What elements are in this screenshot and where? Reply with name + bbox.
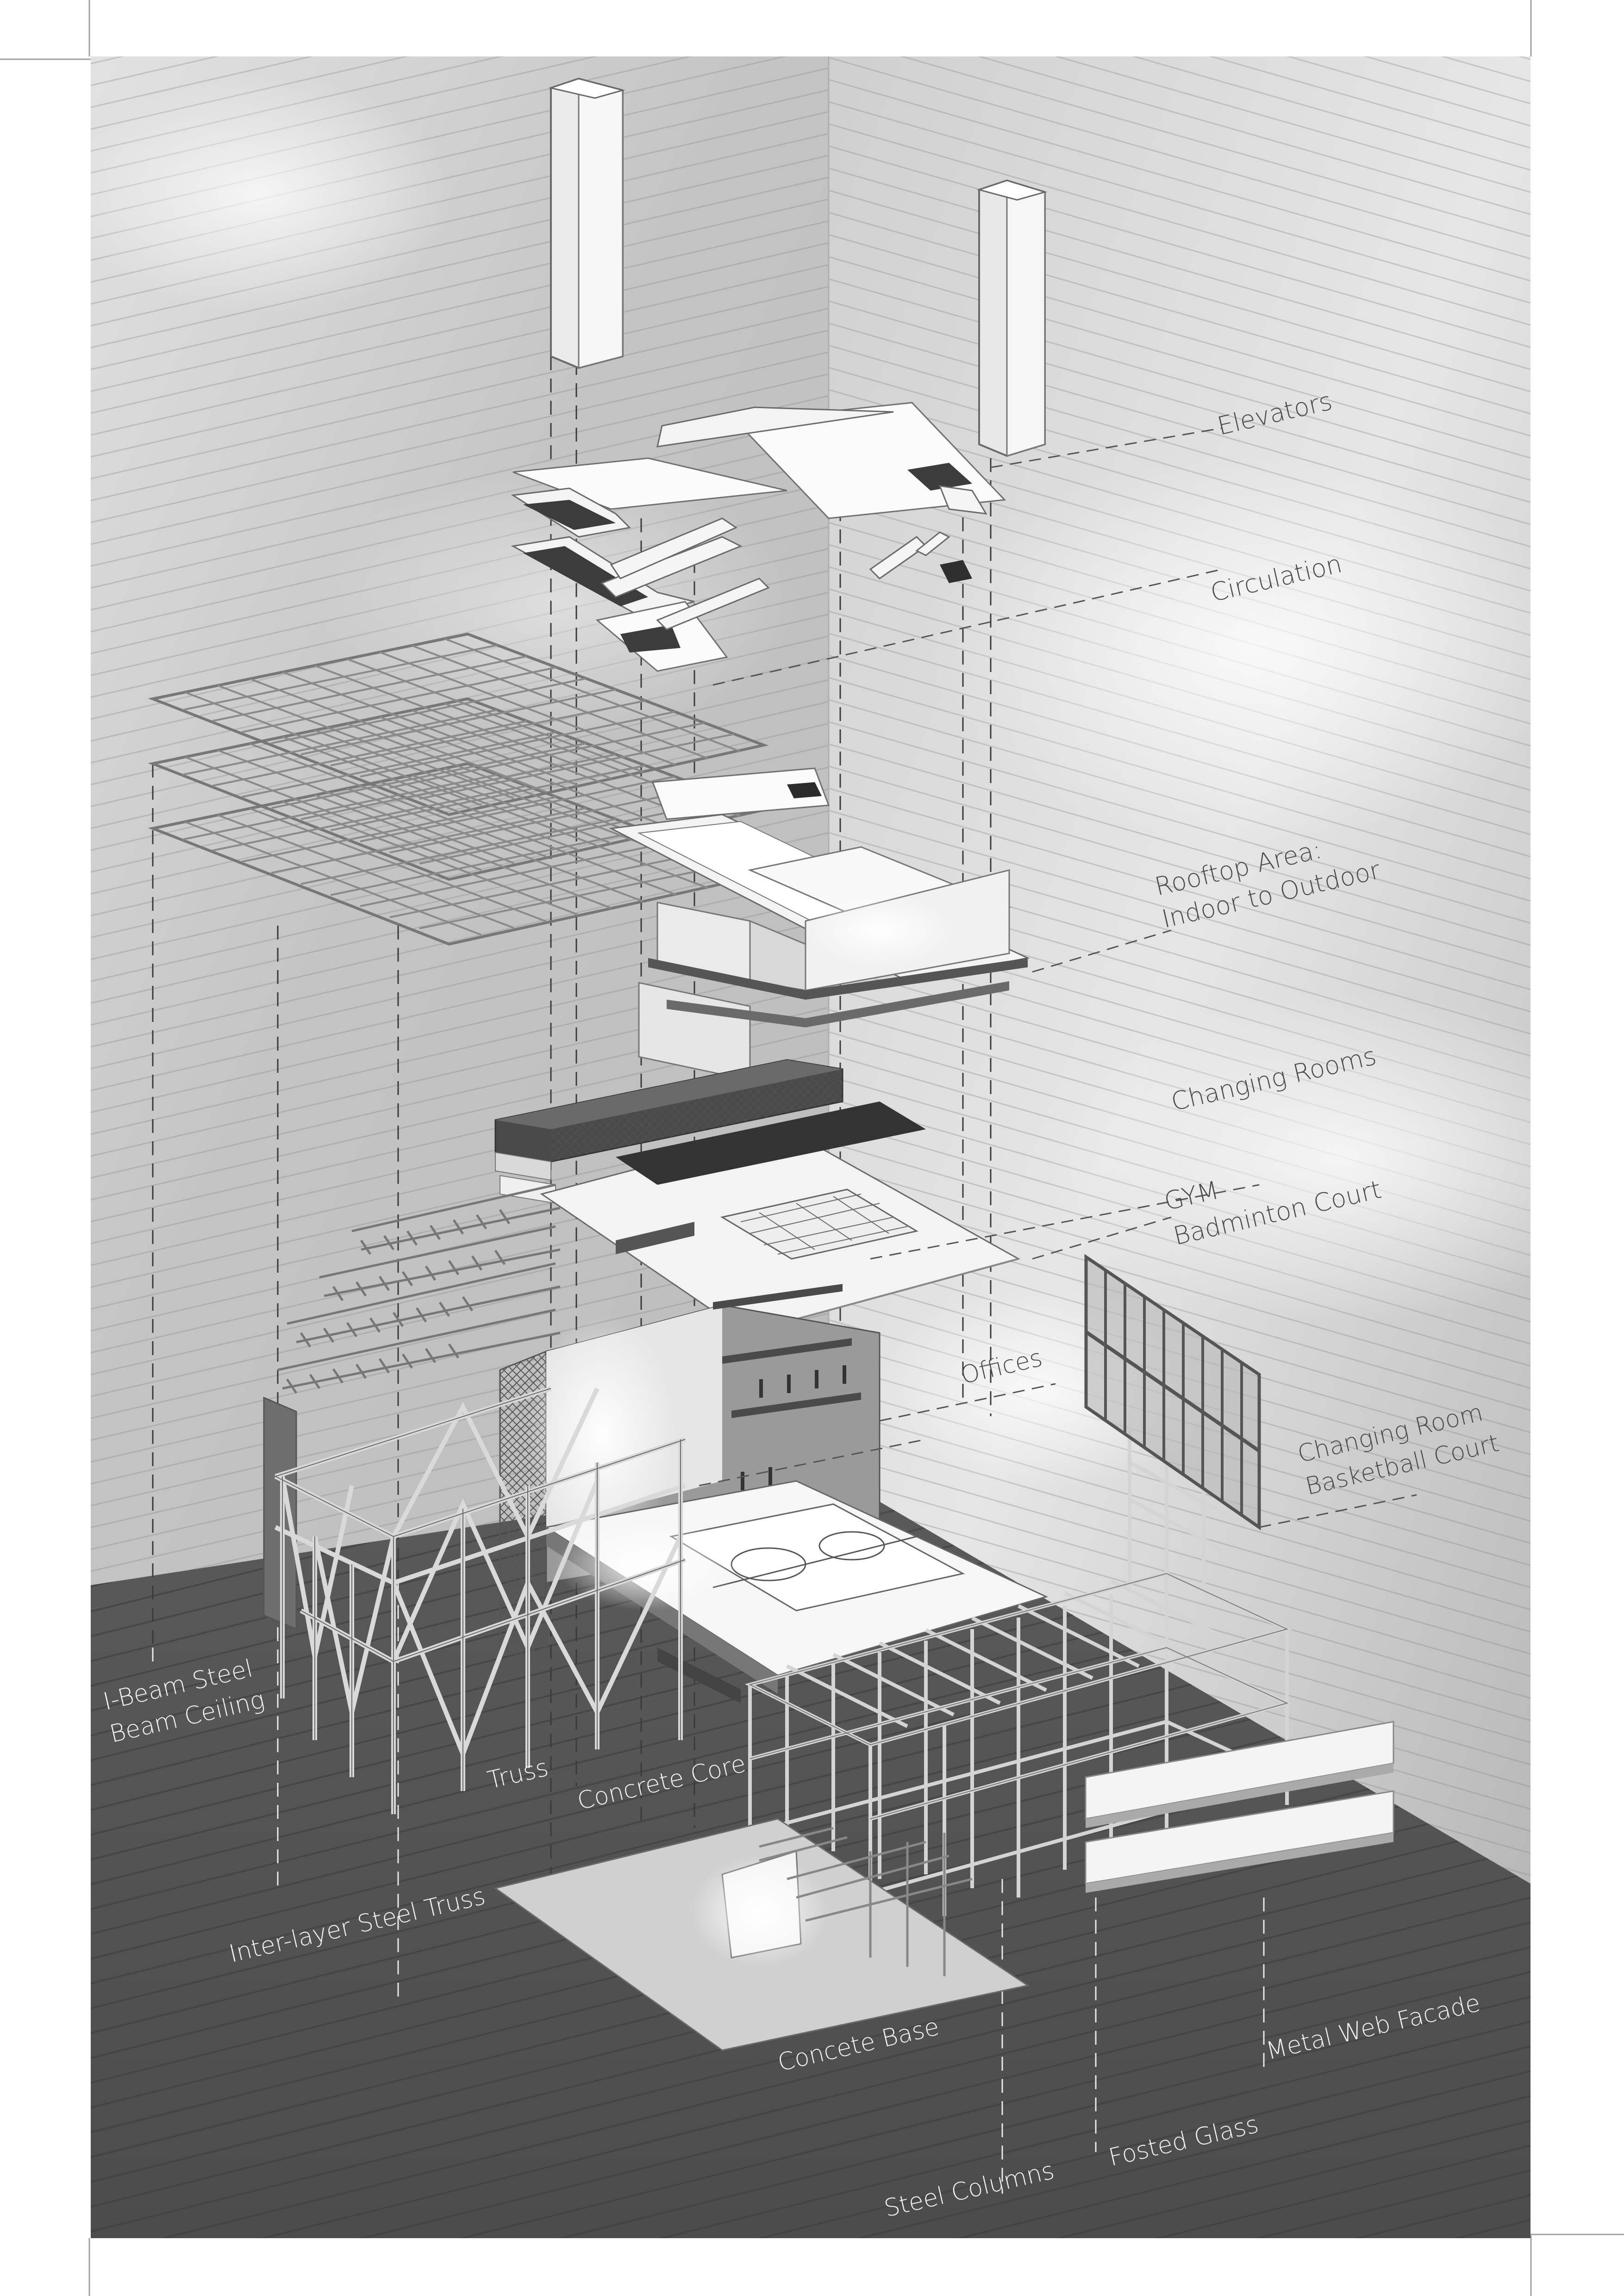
leader-lines <box>699 427 1417 1528</box>
circulation-stairs <box>511 402 1006 672</box>
changing-rooms-block <box>494 1059 843 1204</box>
frosted-glass-panels <box>1085 1721 1394 1893</box>
render-frame <box>91 56 1530 2238</box>
basketball-court-slab <box>544 1480 1049 1703</box>
elevator-shaft-left <box>548 77 625 369</box>
concrete-base <box>493 1818 1030 2051</box>
elevator-shaft-right <box>976 179 1048 457</box>
rooftop-area <box>609 767 1030 1082</box>
steel-columns-outline <box>749 1573 1288 1819</box>
interlayer-steel-truss <box>277 1183 561 1394</box>
truss-frame <box>263 1386 686 1814</box>
gym-badminton-slab <box>540 1101 1020 1334</box>
